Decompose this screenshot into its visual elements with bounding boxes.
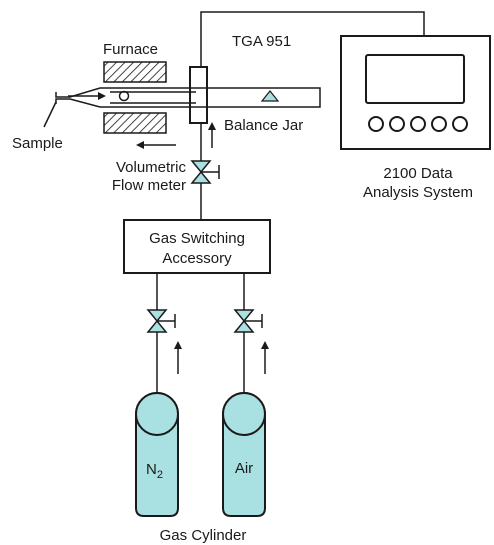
data-analysis-system — [340, 35, 491, 150]
data-system-label-line1: 2100 Data — [383, 165, 453, 182]
sample-leader-line — [43, 101, 57, 128]
monitor-knob — [410, 116, 426, 132]
n2-subscript: 2 — [157, 469, 163, 481]
tga-head — [189, 66, 208, 124]
valve-icon — [190, 160, 220, 184]
balance-jar-label: Balance Jar — [224, 117, 303, 134]
monitor-knob — [452, 116, 468, 132]
furnace-assembly — [43, 61, 321, 149]
monitor-knob — [431, 116, 447, 132]
n2-cylinder — [135, 392, 179, 517]
valve-icon — [233, 309, 263, 333]
furnace-label: Furnace — [103, 41, 158, 58]
monitor-screen — [365, 54, 465, 104]
air-cylinder — [222, 392, 266, 517]
monitor-knob — [389, 116, 405, 132]
gas-switching-label-line1: Gas Switching — [149, 230, 245, 247]
furnace-bottom — [103, 112, 167, 134]
flow-meter-label-line2: Flow meter — [112, 177, 186, 194]
n2-symbol: N — [146, 461, 157, 478]
n2-label: N2 — [146, 461, 163, 481]
gas-switching-label-line2: Accessory — [162, 250, 232, 267]
gas-cylinder-label: Gas Cylinder — [160, 527, 247, 544]
flow-meter-label-line1: Volumetric — [116, 159, 187, 176]
sample-label: Sample — [12, 135, 63, 152]
valve-icon — [146, 309, 176, 333]
sample-tube — [55, 87, 321, 108]
tga-label: TGA 951 — [232, 33, 291, 50]
furnace-top — [103, 61, 167, 83]
sample-pan-icon — [118, 90, 130, 102]
balance-triangle-icon — [260, 90, 280, 102]
data-system-label-line2: Analysis System — [363, 184, 473, 201]
air-label: Air — [235, 460, 253, 477]
monitor-knob — [368, 116, 384, 132]
monitor-body — [340, 35, 491, 150]
signal-cable — [200, 11, 425, 67]
gas-switching-box — [123, 219, 271, 274]
